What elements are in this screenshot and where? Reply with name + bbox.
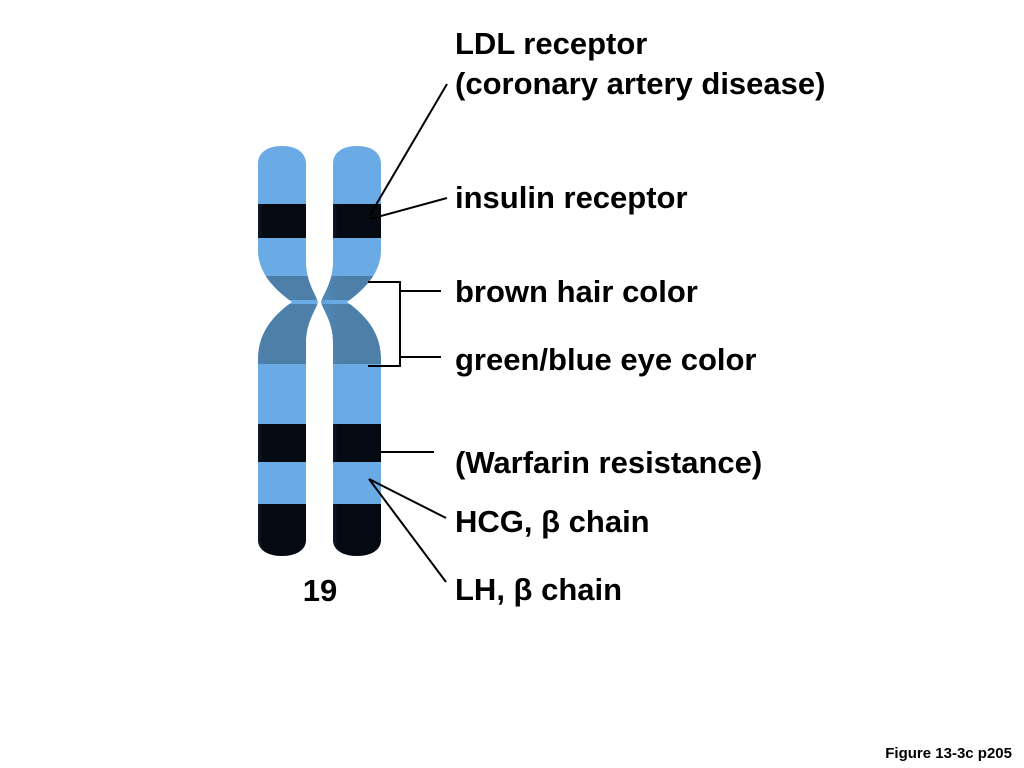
right-chromatid (321, 146, 381, 556)
leader-lines (368, 83, 448, 583)
gene-label-hcg: HCG, β chain (455, 504, 650, 539)
leader-line-hcg (368, 478, 447, 519)
leader-line-insulin (369, 197, 448, 220)
leader-line-ldl (369, 83, 448, 216)
gene-label-lh: LH, β chain (455, 572, 623, 607)
chromosome-number: 19 (302, 573, 338, 608)
gene-label-line: LDL receptor (455, 26, 648, 61)
figure-caption: Figure 13-3c p205 (885, 745, 1012, 762)
gene-label-eye: green/blue eye color (455, 342, 757, 377)
gene-label-ldl: LDL receptor (coronary artery disease) (455, 24, 825, 104)
leader-line-lh (368, 478, 447, 583)
gene-label-insulin: insulin receptor (455, 180, 688, 215)
bracket-hair-eye (368, 281, 401, 367)
left-chromatid (258, 146, 318, 556)
gene-label-warfarin: (Warfarin resistance) (455, 445, 763, 480)
gene-label-hair: brown hair color (455, 274, 698, 309)
gene-label-line: (coronary artery disease) (455, 66, 826, 101)
